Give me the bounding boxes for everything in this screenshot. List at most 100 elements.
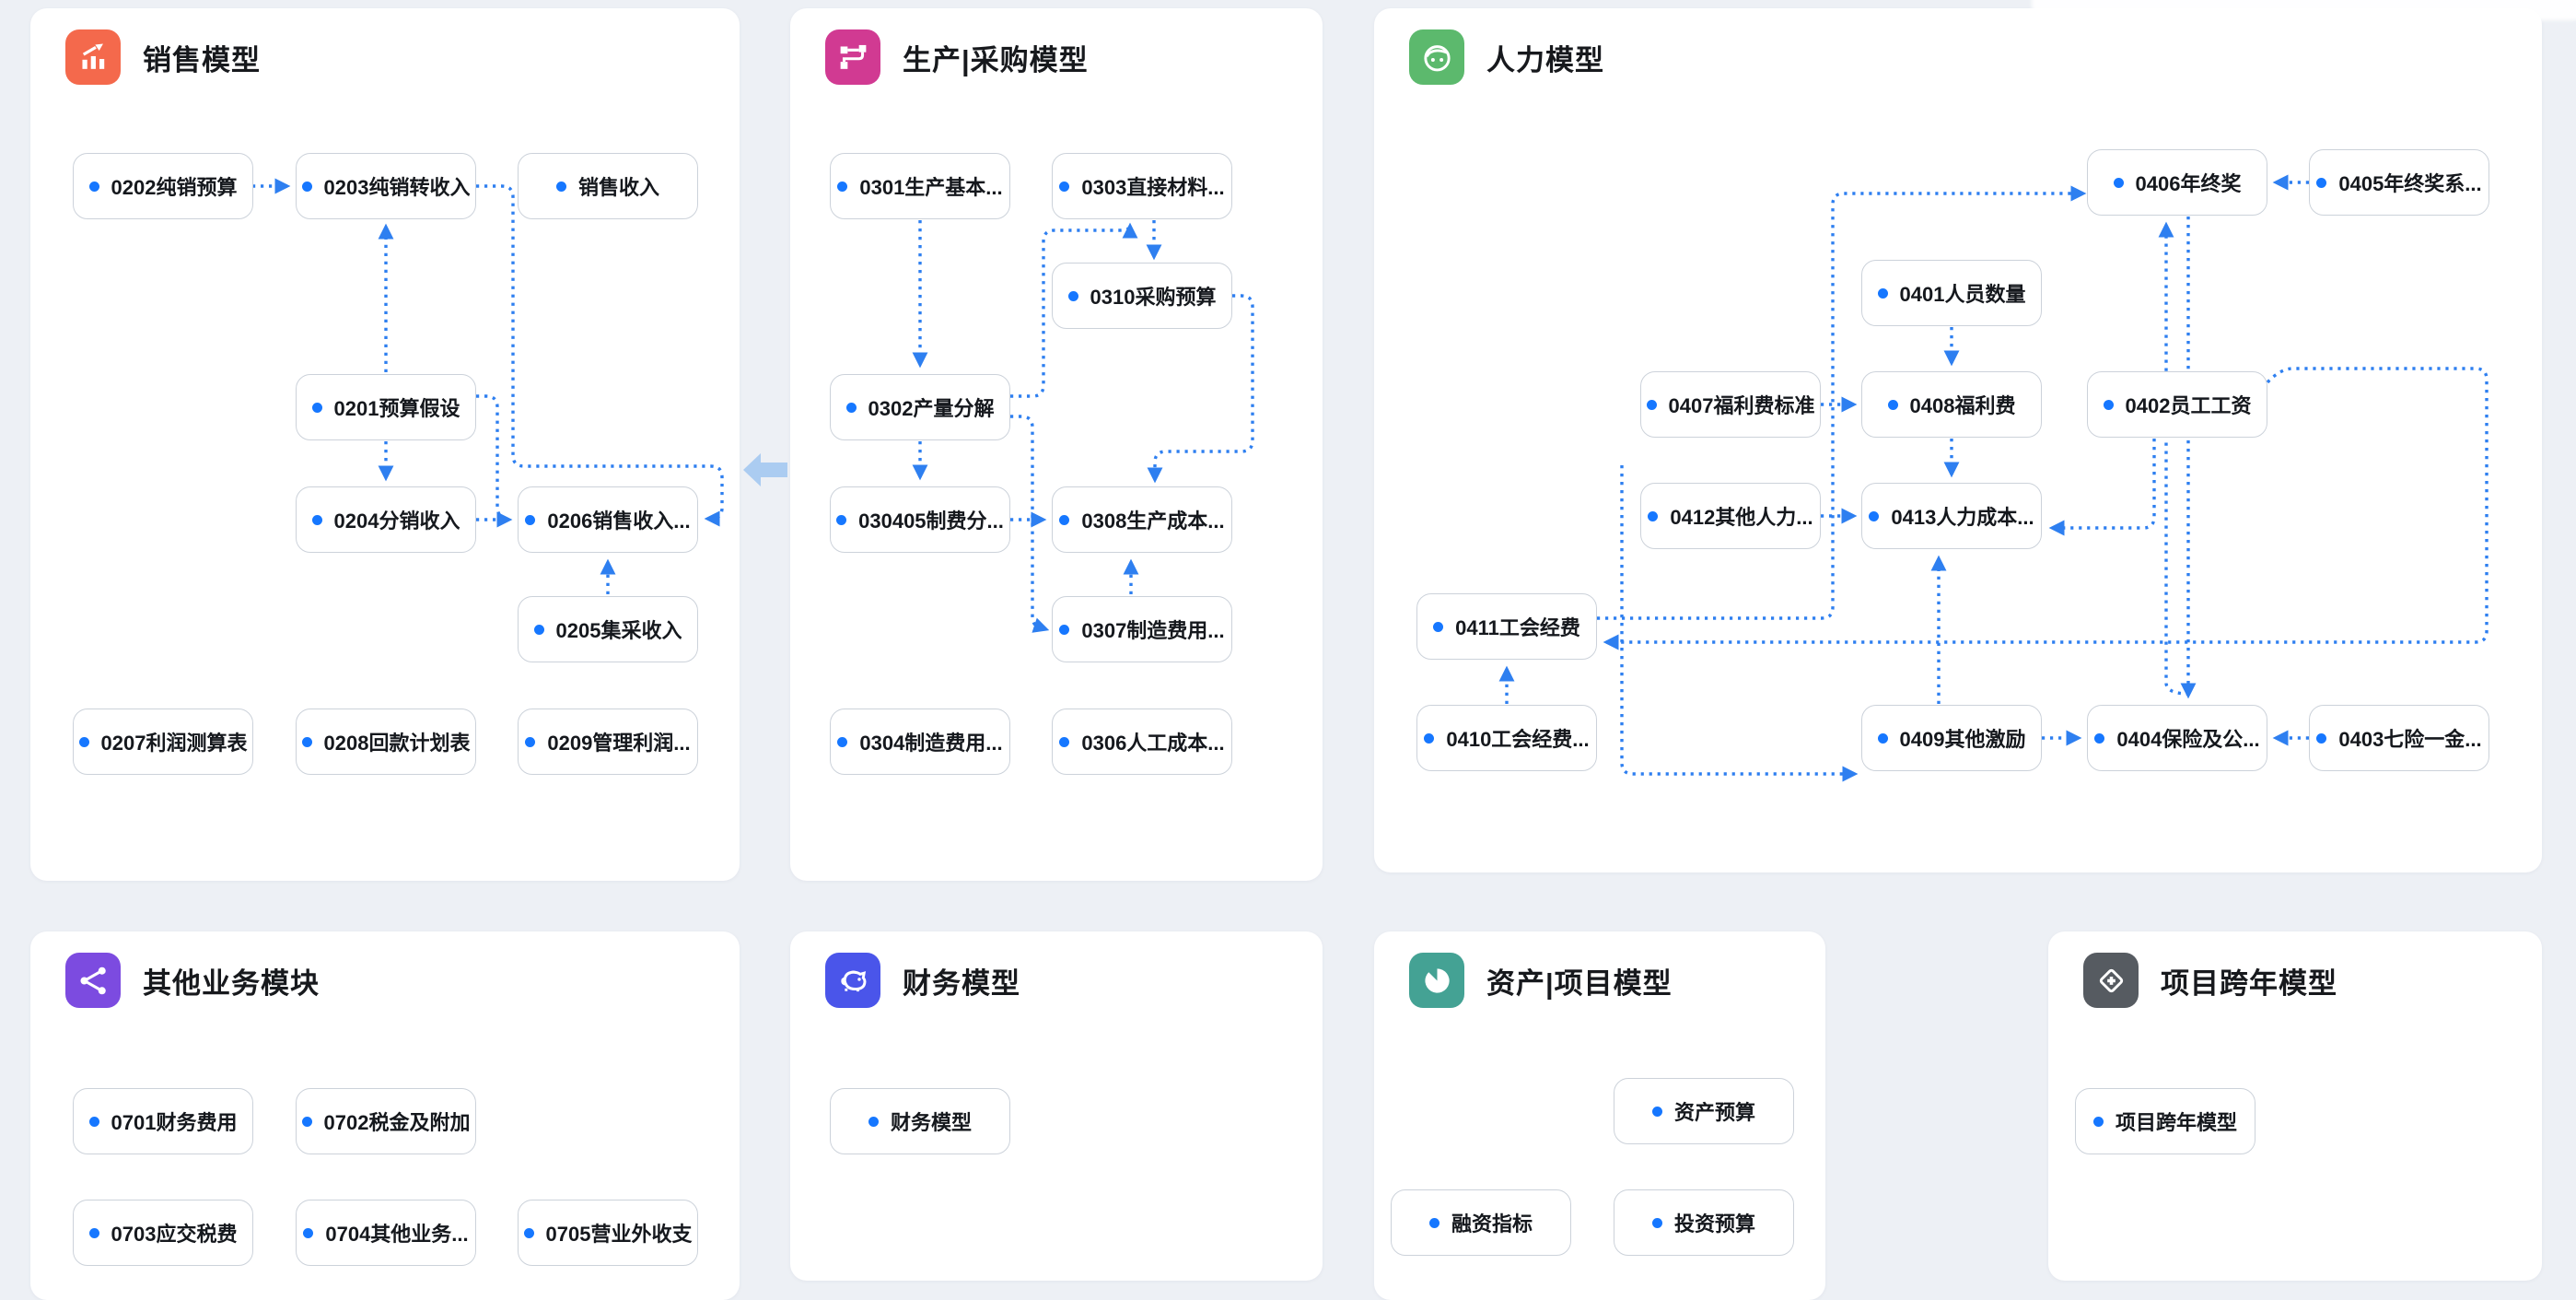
node-label: 0702税金及附加 bbox=[323, 1111, 471, 1134]
node-0703[interactable]: 0703应交税费 bbox=[73, 1200, 253, 1266]
top-right-overlay bbox=[2032, 0, 2576, 20]
node-label: 0203纯销转收入 bbox=[323, 176, 471, 199]
panel-header: 生产|采购模型 bbox=[825, 29, 1089, 85]
node-label: 0208回款计划表 bbox=[323, 732, 471, 755]
node-dot-icon bbox=[2092, 1116, 2104, 1127]
bar-chart-icon bbox=[65, 29, 121, 85]
node-0411[interactable]: 0411工会经费 bbox=[1416, 593, 1597, 660]
node-0306[interactable]: 0306人工成本... bbox=[1052, 709, 1232, 775]
node-0407[interactable]: 0407福利费标准 bbox=[1640, 371, 1821, 438]
workflow-icon bbox=[825, 29, 880, 85]
node-0401[interactable]: 0401人员数量 bbox=[1861, 260, 2042, 326]
node-0206[interactable]: 0206销售收入... bbox=[518, 486, 698, 553]
node-0205[interactable]: 0205集采收入 bbox=[518, 596, 698, 662]
panel-title: 销售模型 bbox=[143, 43, 261, 76]
node-dot-icon bbox=[1059, 736, 1070, 747]
node-cross-year-1[interactable]: 项目跨年模型 bbox=[2075, 1088, 2255, 1154]
node-finance-1[interactable]: 财务模型 bbox=[830, 1088, 1010, 1154]
node-dot-icon bbox=[1067, 290, 1078, 301]
node-asset-project-2[interactable]: 融资指标 bbox=[1391, 1189, 1571, 1256]
node-label: 0408福利费 bbox=[1909, 394, 2016, 417]
node-0207[interactable]: 0207利润测算表 bbox=[73, 709, 253, 775]
node-sales-3[interactable]: 销售收入 bbox=[518, 153, 698, 219]
panel-header: 财务模型 bbox=[825, 953, 1020, 1008]
panel-header: 资产|项目模型 bbox=[1409, 953, 1673, 1008]
node-0701[interactable]: 0701财务费用 bbox=[73, 1088, 253, 1154]
face-icon bbox=[1409, 29, 1464, 85]
node-label: 0412其他人力... bbox=[1670, 506, 1813, 529]
node-label: 0705营业外收支 bbox=[545, 1223, 693, 1246]
node-dot-icon bbox=[303, 1227, 314, 1238]
node-asset-project-3[interactable]: 投资预算 bbox=[1614, 1189, 1794, 1256]
node-asset-project-1[interactable]: 资产预算 bbox=[1614, 1078, 1794, 1144]
node-0304[interactable]: 0304制造费用... bbox=[830, 709, 1010, 775]
node-0303[interactable]: 0303直接材料... bbox=[1052, 153, 1232, 219]
node-0406[interactable]: 0406年终奖 bbox=[2087, 149, 2267, 216]
node-dot-icon bbox=[1877, 732, 1888, 744]
node-label: 0202纯销预算 bbox=[111, 176, 238, 199]
node-label: 0704其他业务... bbox=[325, 1223, 469, 1246]
diamond-plus-icon bbox=[2083, 953, 2139, 1008]
node-0405[interactable]: 0405年终奖系... bbox=[2309, 149, 2489, 216]
panel-title: 项目跨年模型 bbox=[2161, 966, 2337, 1000]
node-label: 0303直接材料... bbox=[1081, 176, 1225, 199]
node-label: 融资指标 bbox=[1451, 1212, 1533, 1236]
node-label: 0204分销收入 bbox=[333, 509, 460, 533]
node-label: 0201预算假设 bbox=[333, 397, 460, 420]
node-dot-icon bbox=[525, 736, 536, 747]
node-0413[interactable]: 0413人力成本... bbox=[1861, 483, 2042, 549]
node-dot-icon bbox=[1424, 732, 1435, 744]
node-0203[interactable]: 0203纯销转收入 bbox=[296, 153, 476, 219]
node-label: 0401人员数量 bbox=[1899, 283, 2026, 306]
node-0307[interactable]: 0307制造费用... bbox=[1052, 596, 1232, 662]
node-label: 0409其他激励 bbox=[1899, 728, 2026, 751]
node-0301[interactable]: 0301生产基本... bbox=[830, 153, 1010, 219]
node-0209[interactable]: 0209管理利润... bbox=[518, 709, 698, 775]
node-dot-icon bbox=[1869, 510, 1880, 521]
node-0403[interactable]: 0403七险一金... bbox=[2309, 705, 2489, 771]
node-0308[interactable]: 0308生产成本... bbox=[1052, 486, 1232, 553]
node-0408[interactable]: 0408福利费 bbox=[1861, 371, 2042, 438]
node-label: 资产预算 bbox=[1673, 1101, 1755, 1124]
node-0402[interactable]: 0402员工工资 bbox=[2087, 371, 2267, 438]
node-0705[interactable]: 0705营业外收支 bbox=[518, 1200, 698, 1266]
node-dot-icon bbox=[78, 736, 89, 747]
node-label: 0306人工成本... bbox=[1081, 732, 1225, 755]
node-0702[interactable]: 0702税金及附加 bbox=[296, 1088, 476, 1154]
node-label: 030405制费分... bbox=[858, 509, 1004, 533]
node-0409[interactable]: 0409其他激励 bbox=[1861, 705, 2042, 771]
node-dot-icon bbox=[2113, 177, 2124, 188]
node-dot-icon bbox=[525, 514, 536, 525]
node-0412[interactable]: 0412其他人力... bbox=[1640, 483, 1821, 549]
node-label: 0413人力成本... bbox=[1891, 506, 2034, 529]
panel-header: 项目跨年模型 bbox=[2083, 953, 2337, 1008]
node-0201[interactable]: 0201预算假设 bbox=[296, 374, 476, 440]
node-label: 0206销售收入... bbox=[547, 509, 691, 533]
node-label: 0209管理利润... bbox=[547, 732, 691, 755]
node-label: 0308生产成本... bbox=[1081, 509, 1225, 533]
node-0310[interactable]: 0310采购预算 bbox=[1052, 263, 1232, 329]
node-0404[interactable]: 0404保险及公... bbox=[2087, 705, 2267, 771]
node-0704[interactable]: 0704其他业务... bbox=[296, 1200, 476, 1266]
node-dot-icon bbox=[845, 402, 857, 413]
node-dot-icon bbox=[1877, 287, 1888, 299]
panel-title: 人力模型 bbox=[1486, 43, 1604, 76]
node-0302[interactable]: 0302产量分解 bbox=[830, 374, 1010, 440]
node-dot-icon bbox=[523, 1227, 534, 1238]
node-dot-icon bbox=[533, 624, 544, 635]
node-0202[interactable]: 0202纯销预算 bbox=[73, 153, 253, 219]
node-label: 0701财务费用 bbox=[111, 1111, 238, 1134]
node-label: 0402员工工资 bbox=[2125, 394, 2252, 417]
node-030405[interactable]: 030405制费分... bbox=[830, 486, 1010, 553]
node-dot-icon bbox=[837, 181, 848, 192]
panel-header: 销售模型 bbox=[65, 29, 261, 85]
node-0204[interactable]: 0204分销收入 bbox=[296, 486, 476, 553]
node-label: 财务模型 bbox=[890, 1111, 972, 1134]
node-label: 0404保险及公... bbox=[2116, 728, 2260, 751]
node-label: 0310采购预算 bbox=[1090, 286, 1217, 309]
node-0208[interactable]: 0208回款计划表 bbox=[296, 709, 476, 775]
pie-chart-icon bbox=[1409, 953, 1464, 1008]
node-dot-icon bbox=[836, 514, 847, 525]
node-0410[interactable]: 0410工会经费... bbox=[1416, 705, 1597, 771]
